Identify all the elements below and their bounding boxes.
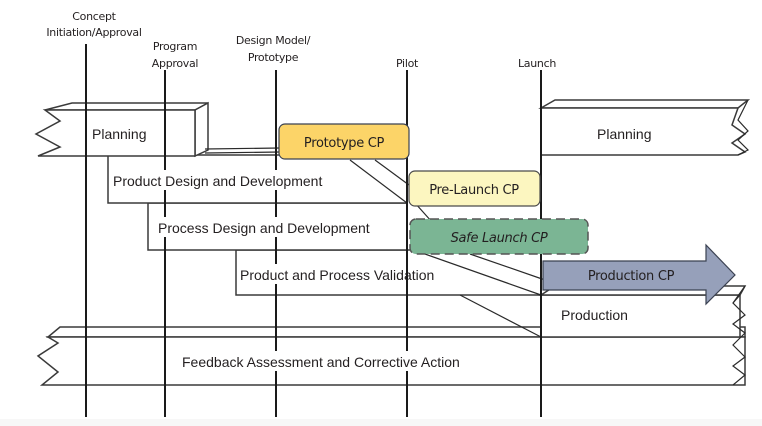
bottom-strip — [0, 419, 762, 426]
connector-prototype-prelaunch-2 — [374, 159, 410, 186]
planning-right-bar — [538, 99, 751, 156]
label-mask — [158, 170, 172, 190]
zigzag-right-lower-front — [732, 285, 746, 386]
planning-right-top-face — [538, 99, 751, 109]
phase-label-process-design: Process Design and Development — [158, 220, 370, 236]
prelaunch-cp-shape — [408, 170, 541, 207]
connector-safelaunch-production-2 — [469, 253, 546, 281]
planning-right-zigzag — [737, 99, 750, 156]
connector-safelaunch-production — [424, 253, 542, 296]
label-mask — [269, 351, 283, 371]
connector-validation-feedback — [459, 294, 542, 338]
safelaunch-cp-shape — [409, 218, 589, 255]
milestone-concept-line1: Concept — [72, 10, 116, 23]
prototype-cp-shape — [278, 123, 410, 160]
milestone-launch: Launch — [518, 57, 556, 70]
zigzag-right-lower-edge — [732, 294, 741, 304]
prototype-cp-label: Prototype CP — [304, 136, 385, 151]
planning-left-front — [34, 109, 196, 157]
product-design-bar — [107, 154, 408, 204]
connector-planning-prototype-2 — [204, 151, 281, 154]
phase-label-feedback: Feedback Assessment and Corrective Actio… — [182, 354, 460, 370]
prototype-cp-box: Prototype CP — [278, 123, 410, 160]
milestone-concept-line2: Initiation/Approval — [46, 26, 142, 39]
milestone-design-model-line2: Prototype — [248, 51, 299, 64]
planning-left-side-face — [194, 101, 209, 158]
milestone-program-line1: Program — [153, 40, 197, 53]
prelaunch-cp-box: Pre-Launch CP — [408, 170, 541, 207]
connector-prototype-prelaunch — [349, 159, 408, 204]
safelaunch-cp-box: Safe Launch CP — [409, 218, 589, 255]
milestone-pilot: Pilot — [396, 57, 419, 70]
phase-label-production: Production — [561, 307, 628, 323]
label-mask — [269, 264, 283, 284]
phase-label-product-design: Product Design and Development — [113, 173, 322, 189]
label-mask — [269, 170, 283, 190]
label-mask — [269, 217, 283, 237]
production-cp-arrow: Production CP — [542, 243, 736, 306]
milestone-program-line2: Approval — [152, 57, 199, 70]
phase-label-planning-left: Planning — [92, 126, 147, 142]
production-cp-label: Production CP — [588, 269, 675, 284]
connector-planning-prototype — [204, 147, 281, 150]
phase-label-validation: Product and Process Validation — [240, 267, 434, 283]
planning-left-top-face — [44, 102, 209, 111]
prelaunch-cp-label: Pre-Launch CP — [429, 183, 519, 198]
label-mask — [400, 351, 414, 371]
label-mask — [158, 217, 172, 237]
production-cp-shape — [542, 243, 736, 306]
milestone-design-model-line1: Design Model/ — [236, 34, 311, 47]
zigzag-right-lower — [732, 285, 746, 386]
feedback-bar-front — [36, 336, 746, 386]
phase-label-planning-right: Planning — [597, 126, 652, 142]
safelaunch-cp-label: Safe Launch CP — [451, 231, 548, 246]
planning-right-front — [540, 107, 747, 156]
